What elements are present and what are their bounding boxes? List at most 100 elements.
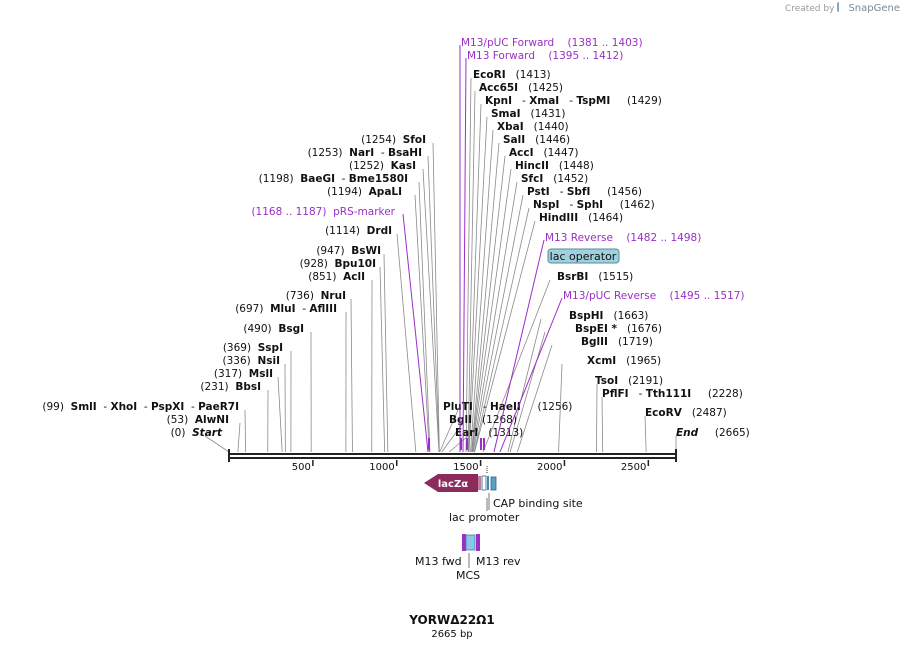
enzyme-label[interactable]: (0) Start <box>171 427 223 439</box>
enzyme-label[interactable]: BglI (1268) <box>449 414 517 426</box>
enzyme-connector <box>465 77 472 453</box>
enzyme-connector <box>470 129 494 453</box>
enzyme-connector <box>277 376 283 453</box>
enzyme-label[interactable]: SalI (1446) <box>503 134 570 146</box>
enzyme-connector <box>237 422 241 453</box>
enzyme-label[interactable]: EcoRV (2487) <box>645 407 727 419</box>
enzyme-connector <box>468 116 488 453</box>
enzyme-label[interactable]: (736) NruI <box>286 290 346 302</box>
primer-labels: M13/pUC Forward (1381 .. 1403)M13 Forwar… <box>251 37 745 453</box>
primer-marker <box>480 438 482 450</box>
enzyme-label[interactable]: EcoRI (1413) <box>473 69 551 81</box>
primer-label[interactable]: M13/pUC Forward (1381 .. 1403) <box>461 37 643 49</box>
enzyme-label[interactable]: SfcI (1452) <box>521 173 588 185</box>
enzyme-label[interactable]: (1254) SfoI <box>361 134 426 146</box>
primer-label[interactable]: M13/pUC Reverse (1495 .. 1517) <box>563 290 745 302</box>
enzyme-label[interactable]: PluTI - HaeII (1256) <box>443 401 572 413</box>
enzyme-connector <box>474 220 536 453</box>
enzyme-label[interactable]: BspEI * (1676) <box>575 323 662 335</box>
primer-label[interactable]: (1168 .. 1187) pRS-marker <box>251 206 395 218</box>
snapgene-credit: Created by SnapGene <box>785 2 900 14</box>
lac-operator-label: lac operator <box>550 250 617 263</box>
enzyme-connector <box>396 233 417 453</box>
enzyme-connector <box>244 409 247 453</box>
enzyme-label[interactable]: BsrBI (1515) <box>557 271 633 283</box>
enzyme-label[interactable]: (1114) DrdI <box>325 225 392 237</box>
lac-operator-feature[interactable]: lac operator <box>547 248 620 264</box>
enzyme-label[interactable]: NspI - SphI (1462) <box>533 199 655 211</box>
tick-label: 1000 <box>369 462 394 473</box>
enzyme-label[interactable]: XcmI (1965) <box>587 355 661 367</box>
enzyme-label[interactable]: Acc65I (1425) <box>479 82 563 94</box>
enzyme-connector <box>432 142 440 453</box>
enzyme-label[interactable]: (1253) NarI - BsaHI <box>308 147 422 159</box>
enzyme-label[interactable]: (53) AlwNI <box>167 414 229 426</box>
enzyme-label[interactable]: BglII (1719) <box>581 336 653 348</box>
enzyme-label[interactable]: (1252) KasI <box>349 160 416 172</box>
enzyme-label[interactable]: End (2665) <box>676 427 750 439</box>
enzyme-label[interactable]: PflFI - Tth111I (2228) <box>602 388 743 400</box>
tick-label: 1500 <box>453 462 478 473</box>
mcs-inset[interactable] <box>462 534 480 568</box>
credit-prefix: Created by <box>784 4 835 14</box>
enzyme-label[interactable]: (369) SspI <box>223 342 283 354</box>
enzyme-connector <box>383 253 389 453</box>
enzyme-label[interactable]: (490) BsgI <box>243 323 304 335</box>
enzyme-connector <box>482 279 551 453</box>
enzyme-label[interactable]: (99) SmlI - XhoI - PspXI - PaeR7I <box>42 401 239 413</box>
enzyme-label[interactable]: (231) BbsI <box>200 381 261 393</box>
enzyme-label[interactable]: XbaI (1440) <box>497 121 569 133</box>
enzyme-connector <box>439 409 459 453</box>
enzyme-label[interactable]: BspHI (1663) <box>569 310 648 322</box>
enzyme-connector <box>448 435 469 453</box>
lac-promoter-feature[interactable] <box>481 466 497 491</box>
enzyme-label[interactable]: (851) AclI <box>308 271 365 283</box>
primer-marker <box>428 438 430 450</box>
enzyme-connector <box>427 155 440 453</box>
enzyme-connector <box>644 415 647 453</box>
primer-connector <box>402 213 429 453</box>
enzyme-label[interactable]: PstI - SbfI (1456) <box>527 186 642 198</box>
enzyme-label[interactable]: (947) BsWI <box>316 245 381 257</box>
enzyme-label[interactable]: (697) MluI - AflIII <box>235 303 337 315</box>
enzyme-connector <box>414 194 430 453</box>
enzyme-labels: (0) Start(53) AlwNI(99) SmlI - XhoI - Ps… <box>42 69 749 439</box>
enzyme-connector <box>441 422 464 453</box>
enzyme-label[interactable]: (317) MslI <box>214 368 273 380</box>
snapgene-logo-icon <box>837 2 847 12</box>
enzyme-label[interactable]: AccI (1447) <box>509 147 578 159</box>
enzyme-connector <box>471 168 512 453</box>
m13-rev-label: M13 rev <box>476 555 521 568</box>
enzyme-label[interactable]: (336) NsiI <box>223 355 280 367</box>
credit-brand: SnapGene <box>848 3 900 14</box>
enzyme-label[interactable]: (928) Bpu10I <box>300 258 376 270</box>
tick-label: 2500 <box>621 462 646 473</box>
lacz-alpha-feature[interactable]: lacZα <box>424 474 481 492</box>
primer-connector <box>462 57 467 453</box>
primer-connector <box>499 297 563 453</box>
enzyme-connector <box>468 103 482 453</box>
enzyme-connector <box>507 318 542 453</box>
primer-label[interactable]: M13 Forward (1395 .. 1412) <box>467 50 623 62</box>
cap-binding-site-label: CAP binding site <box>493 497 583 510</box>
enzyme-connector <box>350 298 353 453</box>
enzyme-connector <box>601 396 604 453</box>
enzyme-label[interactable]: (1194) ApaLI <box>327 186 402 198</box>
enzyme-connector <box>471 155 506 453</box>
primer-label[interactable]: M13 Reverse (1482 .. 1498) <box>545 232 701 244</box>
enzyme-label[interactable]: SmaI (1431) <box>491 108 565 120</box>
enzyme-label[interactable]: TsoI (2191) <box>595 375 663 387</box>
enzyme-label[interactable]: (1198) BaeGI - Bme1580I <box>259 173 408 185</box>
enzyme-label[interactable]: EarI (1313) <box>455 427 523 439</box>
enzyme-label[interactable]: KpnI - XmaI - TspMI (1429) <box>485 95 662 107</box>
enzyme-label[interactable]: HincII (1448) <box>515 160 594 172</box>
enzyme-connector <box>472 194 524 453</box>
enzyme-connector <box>204 435 230 453</box>
enzyme-connector <box>422 168 440 453</box>
plasmid-name: YORWΔ22Ω1 <box>408 613 494 627</box>
primer-marker <box>460 438 462 450</box>
tick-label: 2000 <box>537 462 562 473</box>
enzyme-label[interactable]: HindIII (1464) <box>539 212 623 224</box>
